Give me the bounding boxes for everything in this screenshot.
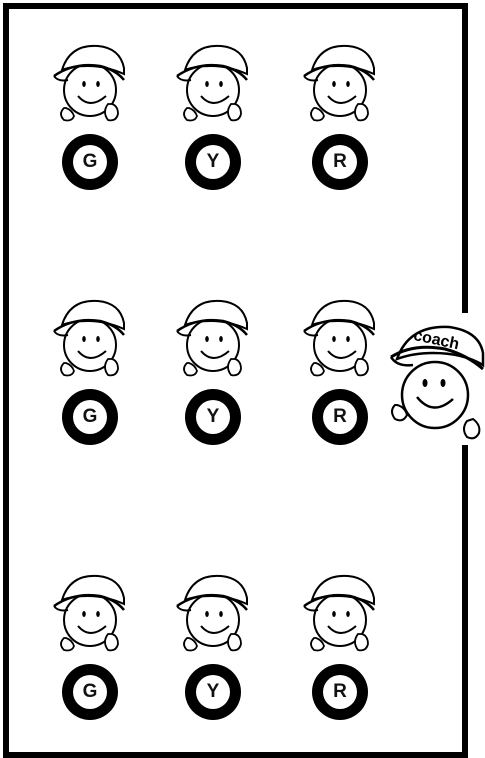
badge-letter: R bbox=[323, 400, 357, 434]
player-smiley-icon bbox=[300, 570, 380, 660]
badge-letter: Y bbox=[196, 675, 230, 709]
player-badge: Y bbox=[185, 134, 241, 190]
player-badge: Y bbox=[185, 664, 241, 720]
player-figure bbox=[50, 40, 130, 130]
player-smiley-icon bbox=[173, 570, 253, 660]
badge-letter: G bbox=[73, 675, 107, 709]
player-smiley-icon bbox=[173, 40, 253, 130]
player-badge: R bbox=[312, 134, 368, 190]
player-figure bbox=[173, 570, 253, 660]
player-smiley-icon bbox=[173, 295, 253, 385]
badge-letter: R bbox=[323, 145, 357, 179]
player-badge: G bbox=[62, 389, 118, 445]
badge-letter: Y bbox=[196, 145, 230, 179]
badge-letter: R bbox=[323, 675, 357, 709]
player-badge: R bbox=[312, 664, 368, 720]
badge-letter: G bbox=[73, 400, 107, 434]
player-smiley-icon bbox=[300, 295, 380, 385]
player-badge: G bbox=[62, 134, 118, 190]
player-figure bbox=[173, 40, 253, 130]
badge-letter: Y bbox=[196, 400, 230, 434]
player-figure bbox=[300, 570, 380, 660]
player-figure bbox=[50, 295, 130, 385]
player-smiley-icon bbox=[50, 295, 130, 385]
player-figure bbox=[50, 570, 130, 660]
coach-figure: coach bbox=[383, 313, 485, 445]
player-figure bbox=[300, 295, 380, 385]
player-figure bbox=[300, 40, 380, 130]
player-smiley-icon bbox=[50, 570, 130, 660]
player-badge: G bbox=[62, 664, 118, 720]
player-smiley-icon bbox=[50, 40, 130, 130]
badge-letter: G bbox=[73, 145, 107, 179]
player-figure bbox=[173, 295, 253, 385]
player-badge: R bbox=[312, 389, 368, 445]
coach-smiley-icon: coach bbox=[383, 313, 485, 445]
player-badge: Y bbox=[185, 389, 241, 445]
player-smiley-icon bbox=[300, 40, 380, 130]
